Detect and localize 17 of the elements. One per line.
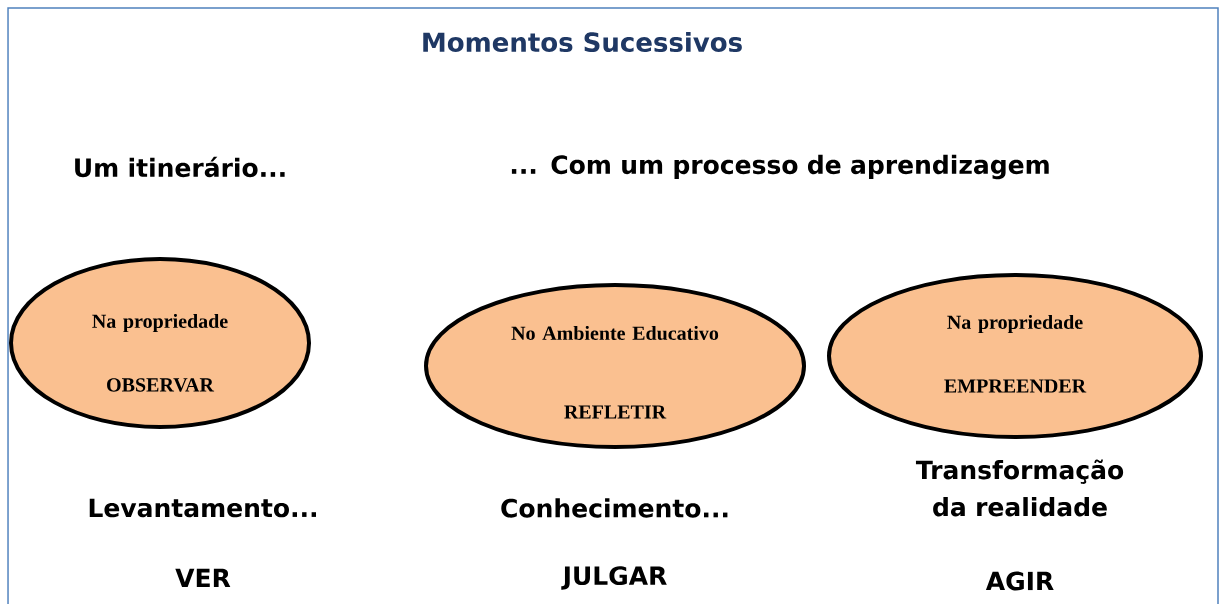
- ellipse-text: No Ambiente Educativo: [511, 325, 719, 341]
- ellipse: [9, 257, 311, 429]
- ellipse-text: EMPREENDER: [944, 379, 1087, 393]
- label: Levantamento...: [89, 498, 316, 518]
- ellipse-text: REFLETIR: [564, 405, 667, 419]
- label: VER: [175, 568, 231, 588]
- ellipse-text: OBSERVAR: [107, 378, 215, 392]
- label: Conhecimento...: [501, 498, 728, 518]
- label: Um itinerário...: [75, 156, 285, 178]
- title: Momentos Sucessivos: [423, 31, 742, 53]
- label: AGIR: [985, 571, 1054, 591]
- ellipse: [424, 283, 806, 449]
- label: ... Com um processo de aprendizagem: [511, 154, 1049, 180]
- ellipse: [827, 273, 1203, 439]
- ellipse-text: Na propriedade: [92, 313, 228, 333]
- label: JULGAR: [561, 566, 667, 590]
- ellipse-text: Na propriedade: [947, 314, 1083, 334]
